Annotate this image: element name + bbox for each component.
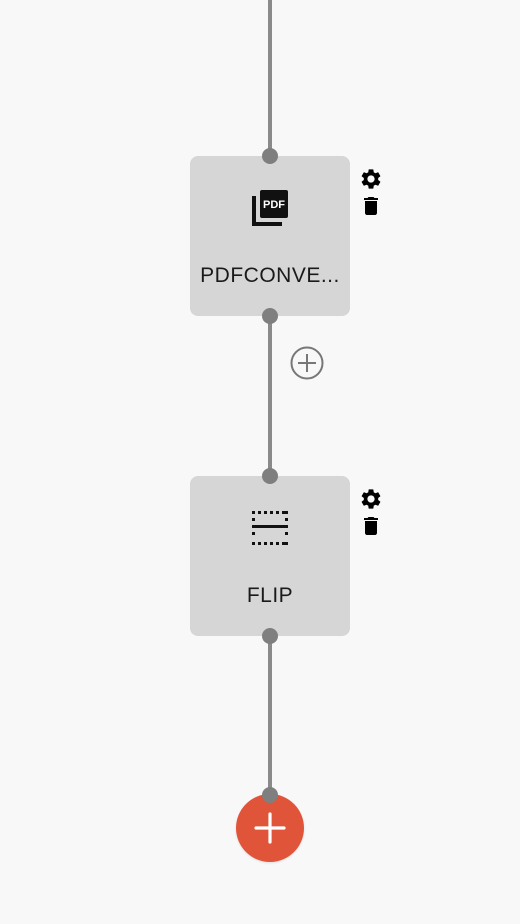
node-label: FLIP <box>246 584 294 607</box>
node-label: PDFCONVE... <box>200 264 340 287</box>
connection-point <box>262 308 278 324</box>
connection-point <box>262 468 278 484</box>
node-actions <box>358 167 384 218</box>
connection-point <box>262 787 278 803</box>
node-actions <box>358 487 384 538</box>
connection-point <box>262 628 278 644</box>
connector-line <box>268 316 272 476</box>
add-step-button[interactable] <box>236 794 304 862</box>
pdf-file-icon: PDF <box>252 190 288 226</box>
plus-icon <box>254 812 286 844</box>
gear-icon[interactable] <box>358 487 384 511</box>
svg-text:PDF: PDF <box>263 199 285 211</box>
trash-icon[interactable] <box>358 194 384 218</box>
connection-point <box>262 148 278 164</box>
trash-icon[interactable] <box>358 514 384 538</box>
connector-line <box>268 0 272 156</box>
connector-line <box>268 636 272 796</box>
pipeline-node-pdfconvert[interactable]: PDF PDFCONVE... <box>190 156 350 316</box>
flip-horizontal-icon <box>252 511 288 545</box>
pipeline-node-flip[interactable]: FLIP <box>190 476 350 636</box>
gear-icon[interactable] <box>358 167 384 191</box>
plus-circle-icon[interactable] <box>290 346 324 380</box>
